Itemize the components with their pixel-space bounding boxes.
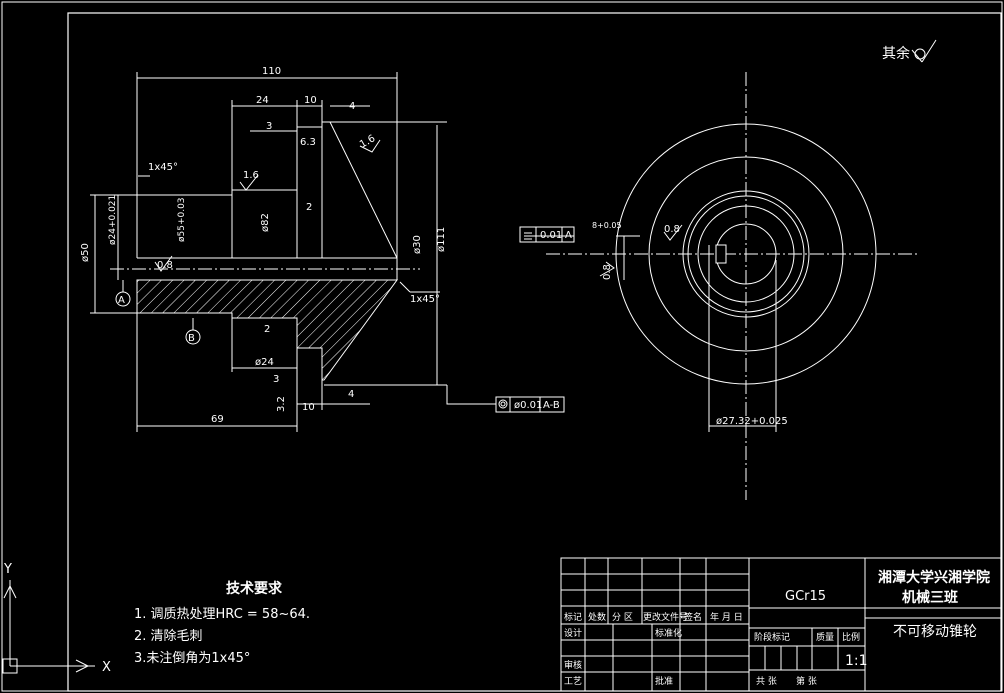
hdr-date: 年 月 日 (710, 611, 743, 623)
dim-phi30: ø30 (412, 235, 423, 254)
end-view-dimensions: 8+0.05 0.01 A 0.8 0.8 ø27.32+0.025 (540, 221, 788, 427)
process-label: 工艺 (564, 676, 582, 687)
concentricity-tol: ø0.01 (514, 400, 542, 411)
scale: 1:1 (845, 653, 868, 669)
rough-0-8a: 0.8 (157, 260, 173, 271)
rough-0-8c: 0.8 (602, 264, 613, 280)
section-dimensions: 110 24 10 4 3 6.3 1.6 1.6 2 1x45° 1x45° … (80, 66, 560, 425)
dim-24: 24 (256, 95, 269, 106)
hdr-sign: 签名 (684, 611, 702, 623)
roughness-note: 其余 (882, 45, 910, 62)
dim-2b: 2 (264, 324, 270, 335)
review-label: 审核 (564, 659, 582, 671)
dim-phi24: ø24+0.021 (108, 195, 118, 245)
datum-a: A (118, 295, 125, 306)
dim-phi24b: ø24 (255, 357, 274, 368)
dim-3-2: 3.2 (276, 396, 287, 412)
flatness-ref: A (565, 230, 572, 241)
axis-y-label: Y (3, 562, 12, 577)
hdr-doc: 更改文件号 (643, 611, 688, 623)
std-label: 标准化 (655, 627, 682, 639)
dim-3b: 3 (273, 374, 279, 385)
tech-requirements-title: 技术要求 (226, 581, 282, 597)
tech-item-3: 3.未注倒角为1x45° (134, 651, 251, 666)
dim-4b: 4 (348, 389, 354, 400)
sheet-no: 第 张 (796, 675, 817, 687)
ucs-axis-icon (2, 580, 95, 674)
chamfer-2: 1x45° (410, 294, 440, 305)
rough-0-8b: 0.8 (664, 224, 680, 235)
dim-phi27: ø27.32+0.025 (716, 416, 788, 427)
hdr-mark: 标记 (564, 611, 582, 623)
dim-phi55: ø55+0.03 (177, 197, 187, 242)
axis-x-label: X (102, 660, 111, 675)
approve-label: 批准 (655, 675, 673, 687)
flatness-tol: 0.01 (540, 230, 562, 241)
dim-keyway: 8+0.05 (592, 221, 622, 230)
title-block (560, 557, 1002, 692)
dim-phi111: ø111 (436, 227, 447, 252)
school-name: 湘潭大学兴湘学院 (878, 569, 990, 586)
part-name: 不可移动锥轮 (893, 624, 977, 640)
concentricity-ref: A-B (543, 400, 560, 411)
dim-phi50: ø50 (80, 243, 91, 262)
stage-label: 阶段标记 (754, 631, 790, 643)
datum-b: B (188, 333, 195, 344)
tech-item-2: 2. 清除毛刺 (134, 629, 203, 644)
design-label: 设计 (564, 627, 582, 639)
end-view (519, 72, 920, 500)
dim-6-3: 6.3 (300, 137, 316, 148)
dim-10a: 10 (304, 95, 317, 106)
dim-1-6b: 1.6 (243, 170, 259, 181)
dim-2a: 2 (306, 202, 312, 213)
dim-4a: 4 (349, 101, 355, 112)
hdr-count: 处数 (588, 611, 606, 623)
weight-label: 质量 (816, 631, 834, 643)
tech-item-1: 1. 调质热处理HRC = 58~64. (134, 607, 311, 622)
dim-10b: 10 (302, 402, 315, 413)
inner-border (67, 12, 1002, 692)
section-view (90, 72, 565, 432)
title-block-text: GCr15 湘潭大学兴湘学院 机械三班 不可移动锥轮 1:1 标记 处数 分 区… (564, 569, 990, 687)
ratio-label: 比例 (842, 631, 860, 643)
class-name: 机械三班 (902, 589, 958, 606)
roughness-icon (911, 39, 937, 63)
dim-phi82: ø82 (260, 213, 271, 232)
dim-110: 110 (262, 66, 281, 77)
sheets-total: 共 张 (756, 676, 777, 687)
dim-3a: 3 (266, 121, 272, 132)
dim-69: 69 (211, 414, 224, 425)
material: GCr15 (785, 589, 826, 604)
hdr-zone: 分 区 (612, 612, 633, 623)
chamfer-1: 1x45° (148, 162, 178, 173)
